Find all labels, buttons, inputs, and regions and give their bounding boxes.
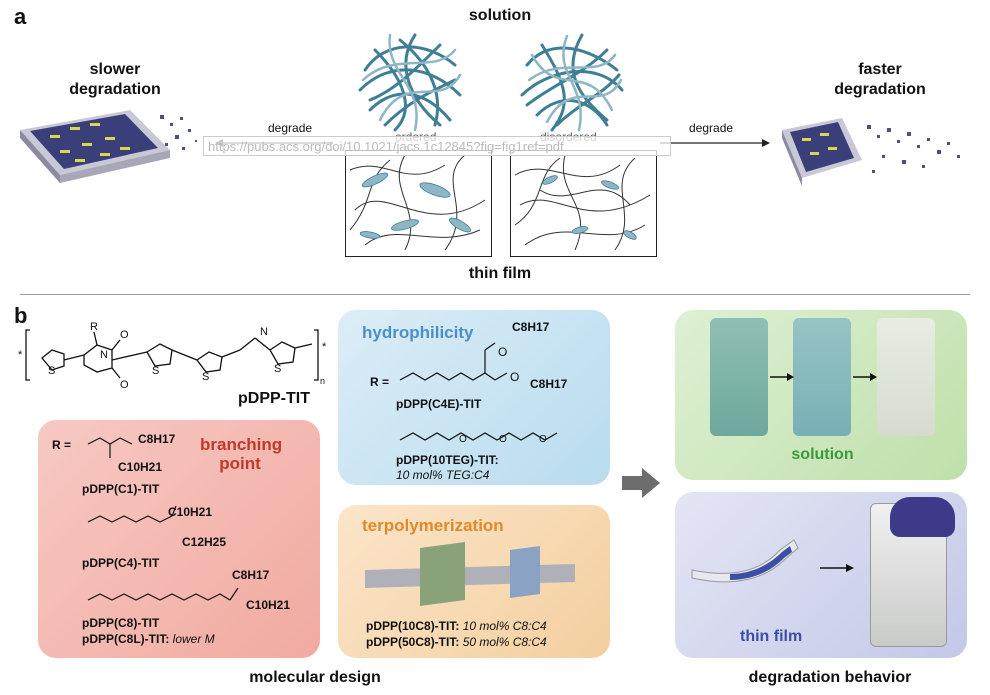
- svg-text:N: N: [260, 326, 268, 338]
- ordered-film-chains: [349, 154, 486, 251]
- svg-text:S: S: [202, 371, 209, 383]
- degrade-right-label: degrade: [689, 121, 734, 135]
- degrade-right-arrow: [660, 139, 770, 147]
- svg-text:S: S: [274, 363, 281, 375]
- branching-item-c1: pDPP(C1)-TIT: [82, 482, 160, 496]
- degradation-behavior-label: degradation behavior: [748, 669, 912, 686]
- svg-text:*: *: [18, 349, 23, 361]
- design-to-behavior-arrow: [622, 468, 660, 498]
- svg-text:*: *: [322, 341, 327, 353]
- branching-chains: [87, 437, 239, 601]
- svg-text:O: O: [539, 434, 547, 445]
- hydro-teg-note: 10 mol% TEG:C4: [396, 468, 490, 482]
- terpolymer-illustration: [365, 542, 575, 606]
- faster-degradation-title: faster degradation: [834, 61, 926, 98]
- branching-item-c8l-note: lower M: [172, 632, 215, 646]
- svg-text:O: O: [120, 379, 129, 391]
- terpoly-line2-name: pDPP(50C8)-TIT:: [366, 635, 460, 649]
- branching-item-c8l-name: pDPP(C8L)-TIT:: [82, 632, 170, 646]
- vial-1: [710, 318, 768, 436]
- degrade-left-label: degrade: [268, 121, 313, 135]
- slower-degradation-title: slower degradation: [69, 61, 161, 98]
- left-device-illustration: [20, 110, 197, 183]
- glove-icon: [890, 497, 955, 537]
- molecular-design-label: molecular design: [249, 669, 381, 686]
- vial-2: [793, 318, 851, 436]
- solution-label-a: solution: [468, 7, 532, 24]
- branching-c4-label-top: C10H21: [168, 505, 213, 519]
- terpolymerization-title: terpolymerization: [362, 516, 504, 535]
- disordered-solution-fibers: [520, 33, 624, 132]
- branching-c1-label-bottom: C10H21: [118, 460, 163, 474]
- hydro-label-c8h17-top: C8H17: [512, 320, 550, 334]
- ordered-solution-fibers: [358, 33, 462, 132]
- disordered-film-chains: [514, 154, 651, 251]
- terpoly-line2: pDPP(50C8)-TIT: 50 mol% C8:C4: [366, 635, 547, 649]
- svg-text:N: N: [100, 349, 108, 361]
- url-overlay: https://pubs.acs.org/doi/10.1021/jacs.1c…: [203, 136, 671, 156]
- hydro-c4e-name: pDPP(C4E)-TIT: [396, 397, 482, 411]
- svg-text:O: O: [459, 434, 467, 445]
- svg-text:n: n: [320, 376, 325, 386]
- branching-box: [38, 420, 320, 658]
- svg-text:O: O: [120, 329, 129, 341]
- hydro-r-eq: R =: [370, 375, 390, 389]
- svg-text:O: O: [499, 434, 507, 445]
- branching-r-eq: R =: [52, 438, 72, 452]
- polymer-name: pDPP-TIT: [238, 390, 310, 407]
- right-device-illustration: [782, 118, 960, 186]
- panel-a-letter: a: [14, 4, 27, 29]
- terpoly-line1-name: pDPP(10C8)-TIT:: [366, 619, 460, 633]
- terpoly-line1: pDPP(10C8)-TIT: 10 mol% C8:C4: [366, 619, 547, 633]
- section-divider: [20, 294, 970, 295]
- polymer-structure: * S R N O O S S N S * n: [18, 321, 327, 391]
- thin-film-label-a: thin film: [468, 265, 532, 282]
- hydro-label-c8h17-bottom: C8H17: [530, 377, 568, 391]
- solution-label-b: solution: [791, 446, 854, 463]
- branching-c4-label-bottom: C12H25: [182, 535, 227, 549]
- hydro-label-o1: O: [498, 345, 508, 359]
- terpoly-line2-note: 50 mol% C8:C4: [462, 635, 547, 649]
- branching-item-c8: pDPP(C8)-TIT: [82, 616, 160, 630]
- svg-text:R: R: [90, 321, 98, 333]
- ordered-film-frame: [345, 150, 492, 257]
- branching-c8-label-bottom: C10H21: [246, 598, 291, 612]
- hydrophilicity-box: [338, 310, 610, 485]
- branching-c8-label-top: C8H17: [232, 568, 270, 582]
- branching-item-c8l: pDPP(C8L)-TIT: lower M: [82, 632, 215, 646]
- terpoly-line1-note: 10 mol% C8:C4: [462, 619, 547, 633]
- vial-arrow-1: [770, 373, 794, 381]
- film-to-vial-arrow: [820, 564, 854, 572]
- svg-text:S: S: [48, 365, 55, 377]
- hydro-teg-name: pDPP(10TEG)-TIT:: [396, 453, 499, 467]
- hydrophilicity-title: hydrophilicity: [362, 323, 474, 342]
- branching-title: branching point: [200, 435, 283, 473]
- bent-film-illustration: [691, 539, 799, 583]
- panel-b-letter: b: [14, 303, 28, 328]
- thin-film-label-b: thin film: [740, 628, 803, 645]
- vial-arrow-2: [853, 373, 877, 381]
- hydro-label-o2: O: [510, 370, 520, 384]
- branching-item-c4: pDPP(C4)-TIT: [82, 556, 160, 570]
- vial-3: [877, 318, 935, 436]
- branching-c1-label-top: C8H17: [138, 432, 176, 446]
- svg-text:S: S: [152, 365, 159, 377]
